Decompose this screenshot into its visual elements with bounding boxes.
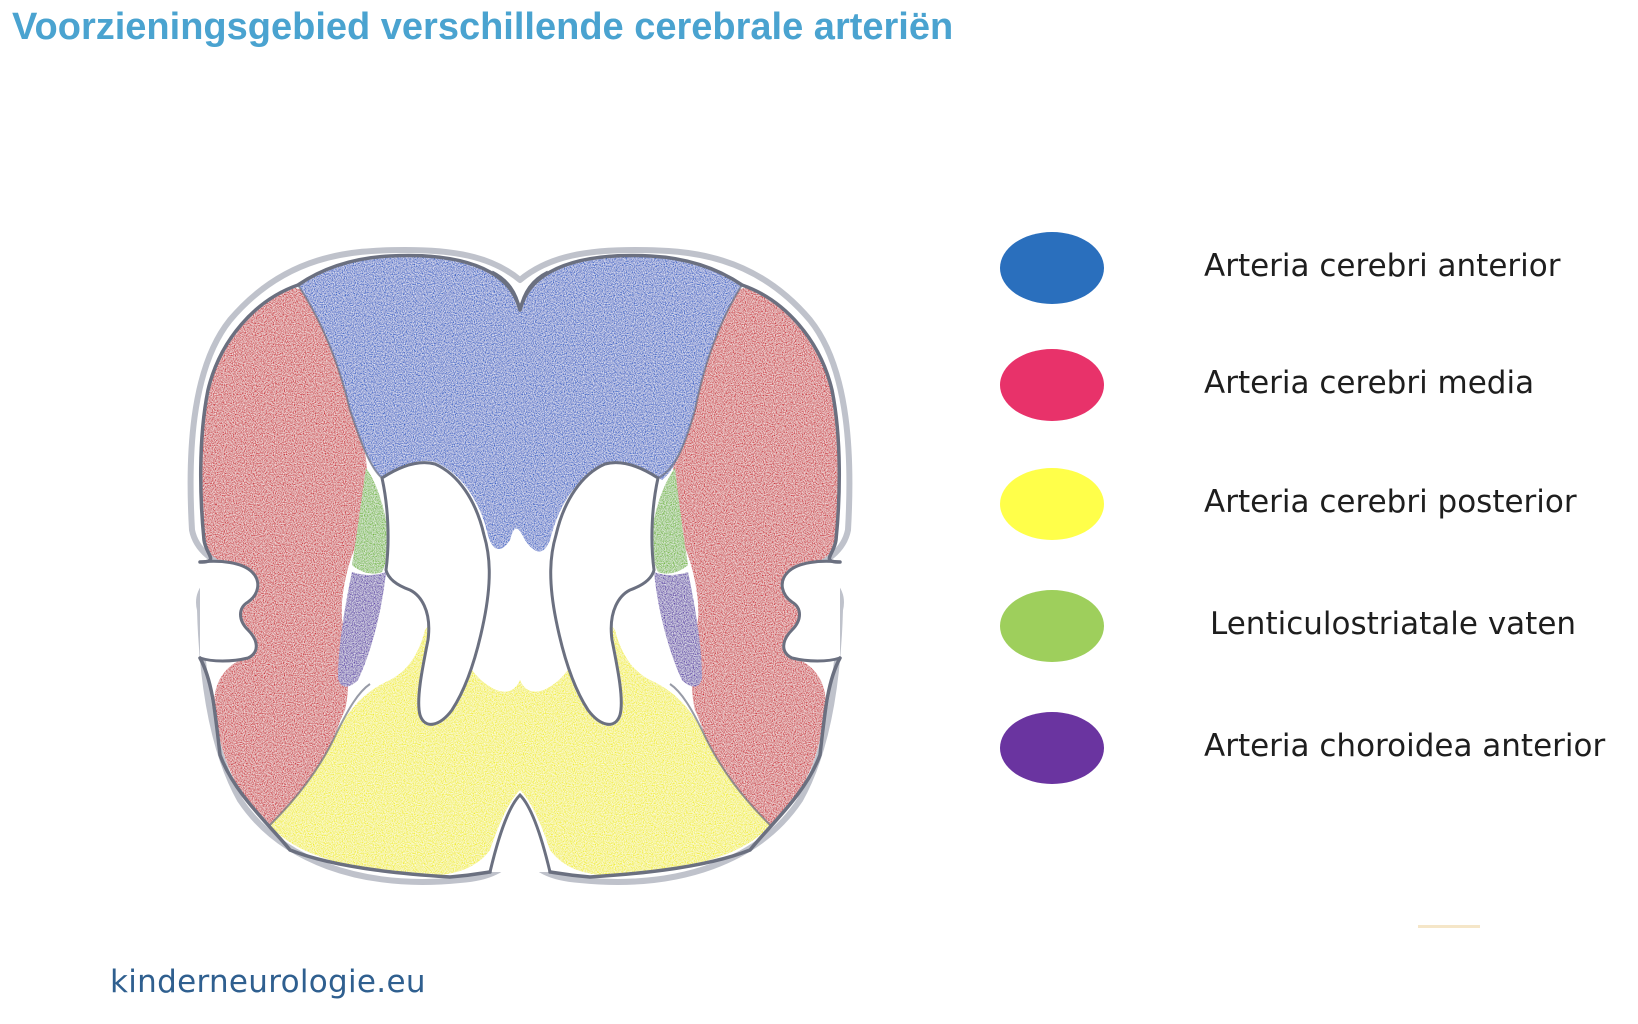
lenticulostriate-left-region — [352, 468, 389, 574]
legend-label-media: Arteria cerebri media — [1204, 365, 1535, 401]
legend-item-posterior: Arteria cerebri posterior — [1000, 468, 1632, 544]
legend-item-choroidea: Arteria choroidea anterior — [1000, 712, 1632, 788]
brain-outline — [187, 247, 853, 885]
brain-diagram — [120, 210, 920, 930]
decorative-line — [1418, 925, 1480, 928]
choroidea-left-region — [338, 572, 386, 687]
legend-item-lenticulostriate: Lenticulostriatale vaten — [1000, 590, 1632, 666]
choroidea-right-region — [654, 572, 702, 687]
green-oval-icon — [1000, 590, 1104, 662]
blue-oval-icon — [1000, 232, 1104, 304]
anterior-region — [298, 255, 742, 552]
page-title: Voorzieningsgebied verschillende cerebra… — [12, 6, 954, 48]
legend-item-anterior: Arteria cerebri anterior — [1000, 232, 1632, 308]
boundary-lines — [269, 284, 771, 826]
media-right-region — [672, 288, 840, 834]
lenticulostriate-right-region — [651, 468, 688, 574]
ventricle-left — [380, 461, 491, 726]
legend-label-lenticulostriate: Lenticulostriatale vaten — [1210, 606, 1577, 642]
brain-outer-contour — [198, 253, 842, 879]
posterior-region — [270, 619, 770, 876]
legend-item-media: Arteria cerebri media — [1000, 349, 1632, 425]
footer-url[interactable]: kinderneurologie.eu — [110, 964, 426, 1000]
brain-svg — [187, 247, 853, 885]
yellow-oval-icon — [1000, 468, 1104, 540]
purple-oval-icon — [1000, 712, 1104, 784]
media-left-region — [200, 288, 368, 833]
midline-fissure-bottom — [488, 792, 552, 873]
red-oval-icon — [1000, 349, 1104, 421]
legend-label-posterior: Arteria cerebri posterior — [1204, 484, 1577, 520]
sylvian-notch-left — [199, 559, 260, 663]
legend-label-choroidea: Arteria choroidea anterior — [1204, 728, 1606, 764]
ventricle-right — [549, 461, 660, 726]
sylvian-notch-right — [780, 559, 841, 663]
legend-label-anterior: Arteria cerebri anterior — [1204, 248, 1561, 284]
